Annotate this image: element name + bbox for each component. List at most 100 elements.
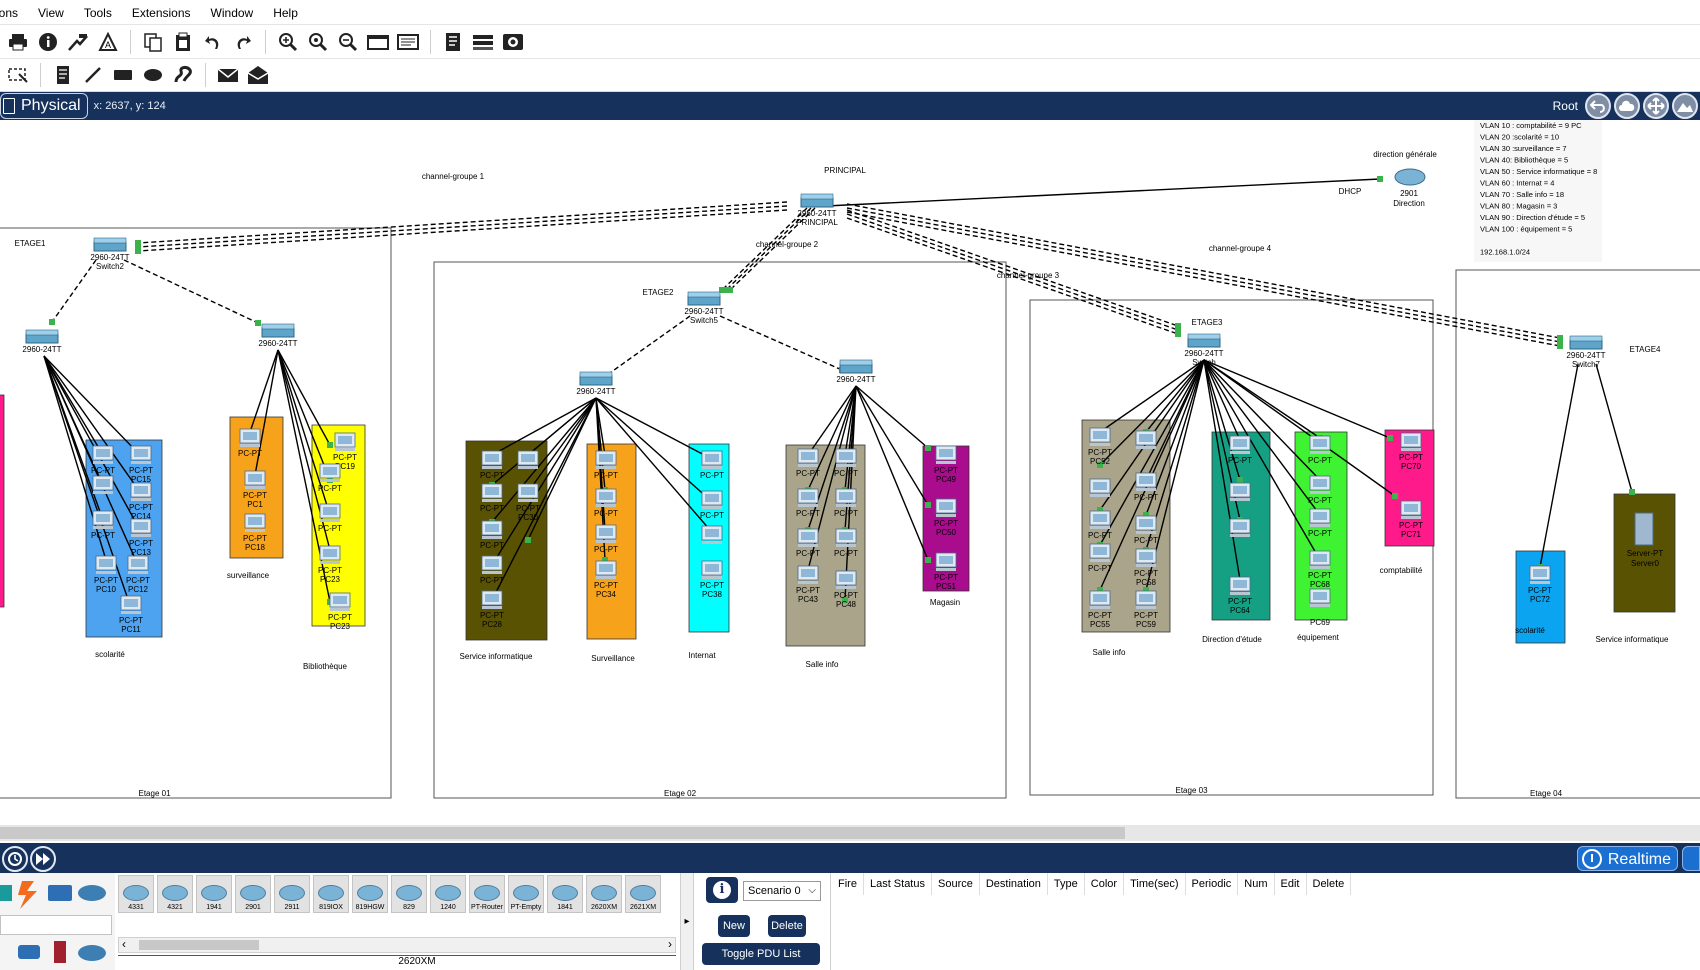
device-model-2620xm[interactable]: 2620XM <box>586 875 622 913</box>
menu-window[interactable]: Window <box>210 6 254 20</box>
device-model-1941[interactable]: 1941 <box>196 875 232 913</box>
info-icon[interactable] <box>36 30 60 54</box>
new-scenario-button[interactable]: New <box>718 915 750 937</box>
cloud-icon[interactable] <box>1614 93 1640 119</box>
principal-label: PRINCIPAL <box>824 166 866 175</box>
device-model-819hgw[interactable]: 819HGW <box>352 875 388 913</box>
menu-view[interactable]: View <box>38 6 64 20</box>
cluster-icon[interactable] <box>471 30 495 54</box>
device-model-4321[interactable]: 4321 <box>157 875 193 913</box>
switch-icon[interactable] <box>839 363 873 374</box>
scrollbar-thumb[interactable] <box>0 827 1125 839</box>
select-icon[interactable] <box>6 63 30 87</box>
panel-splitter[interactable]: ▸ <box>680 873 694 970</box>
device-scroll-thumb[interactable] <box>139 940 259 950</box>
pc-screen-icon <box>599 492 613 500</box>
image-icon[interactable] <box>501 30 525 54</box>
trunk-link <box>729 207 816 291</box>
simulation-mode-button[interactable] <box>1682 846 1700 871</box>
device-model-819iox[interactable]: 819IOX <box>313 875 349 913</box>
access-link <box>43 355 141 493</box>
paste-icon[interactable] <box>171 30 195 54</box>
undo-icon[interactable] <box>201 30 225 54</box>
back-icon[interactable] <box>1585 93 1611 119</box>
access-link <box>1203 359 1241 441</box>
realtime-mode-button[interactable]: Realtime <box>1576 846 1678 871</box>
zoom-in-icon[interactable] <box>276 30 300 54</box>
toolbar-separator <box>265 29 266 54</box>
reset-time-icon[interactable] <box>2 846 28 872</box>
switch-icon[interactable] <box>25 333 59 344</box>
device-model-1841[interactable]: 1841 <box>547 875 583 913</box>
router-icon <box>474 885 500 901</box>
zoom-out-icon[interactable] <box>336 30 360 54</box>
menu-tools[interactable]: Tools <box>83 6 112 20</box>
pc-keyboard-icon <box>596 504 616 507</box>
notes-icon[interactable] <box>441 30 465 54</box>
note-icon[interactable] <box>51 63 75 87</box>
device-model-pt-empty[interactable]: PT-Empty <box>508 875 544 913</box>
pc-keyboard-icon <box>702 576 722 579</box>
device-model-pt-router[interactable]: PT-Router <box>469 875 505 913</box>
device-model-4331[interactable]: 4331 <box>118 875 154 913</box>
pc-keyboard-icon <box>1310 451 1330 454</box>
switch-icon[interactable] <box>261 327 295 338</box>
router-icon <box>279 885 305 901</box>
move-icon[interactable] <box>1643 93 1669 119</box>
ellipse-icon[interactable] <box>141 63 165 87</box>
menu-options[interactable]: ions <box>0 6 19 20</box>
router-icon[interactable] <box>1394 168 1426 186</box>
freeform-icon[interactable] <box>171 63 195 87</box>
fast-forward-icon[interactable] <box>30 846 56 872</box>
device-category-icons[interactable] <box>0 875 112 915</box>
custom-device-icon[interactable] <box>396 30 420 54</box>
device-model-2901[interactable]: 2901 <box>235 875 271 913</box>
switch-icon[interactable] <box>687 295 721 306</box>
network-wizard-icon[interactable] <box>66 30 90 54</box>
physical-mode-button[interactable]: Physical <box>0 93 88 119</box>
device-model-829[interactable]: 829 <box>391 875 427 913</box>
access-link <box>1595 363 1633 493</box>
simple-pdu-icon[interactable] <box>216 63 240 87</box>
scroll-left-icon[interactable]: ‹ <box>122 937 126 951</box>
menu-help[interactable]: Help <box>273 6 298 20</box>
access-link <box>1099 359 1205 433</box>
background-image-icon[interactable] <box>1672 93 1698 119</box>
switch-icon[interactable] <box>1187 337 1221 348</box>
device-category-field[interactable] <box>0 915 112 935</box>
zoom-reset-icon[interactable] <box>306 30 330 54</box>
pc-keyboard-icon <box>131 534 151 537</box>
activity-wizard-icon[interactable]: A <box>96 30 120 54</box>
complex-pdu-icon[interactable] <box>246 63 270 87</box>
device-subcategory-icons[interactable] <box>0 939 112 969</box>
menu-extensions[interactable]: Extensions <box>131 6 191 20</box>
device-model-2911[interactable]: 2911 <box>274 875 310 913</box>
server-icon[interactable] <box>1634 512 1654 546</box>
switch-icon[interactable] <box>93 241 127 252</box>
device-model-2621xm[interactable]: 2621XM <box>625 875 661 913</box>
device-list-scrollbar[interactable]: ‹ › <box>118 937 676 953</box>
delete-scenario-button[interactable]: Delete <box>768 915 806 937</box>
scroll-right-icon[interactable]: › <box>668 937 672 951</box>
router-icon <box>162 885 188 901</box>
print-icon[interactable] <box>6 30 30 54</box>
redo-icon[interactable] <box>231 30 255 54</box>
scenario-select[interactable]: Scenario 0 ⌵ <box>743 881 821 901</box>
drawing-palette-icon[interactable] <box>366 30 390 54</box>
line-icon[interactable] <box>81 63 105 87</box>
switch-icon[interactable] <box>1569 339 1603 350</box>
device-model-label: 829 <box>403 904 415 911</box>
switch-icon[interactable] <box>579 375 613 386</box>
rectangle-icon[interactable] <box>111 63 135 87</box>
router-icon <box>513 885 539 901</box>
scenario-info-button[interactable]: i <box>706 877 738 903</box>
pc-keyboard-icon <box>798 544 818 547</box>
copy-icon[interactable] <box>141 30 165 54</box>
device-model-1240[interactable]: 1240 <box>430 875 466 913</box>
toggle-pdu-list-button[interactable]: Toggle PDU List Window <box>702 943 820 965</box>
pc-screen-icon <box>1233 580 1247 588</box>
workspace-horizontal-scrollbar[interactable] <box>0 825 1700 841</box>
switch-icon[interactable] <box>800 197 834 208</box>
